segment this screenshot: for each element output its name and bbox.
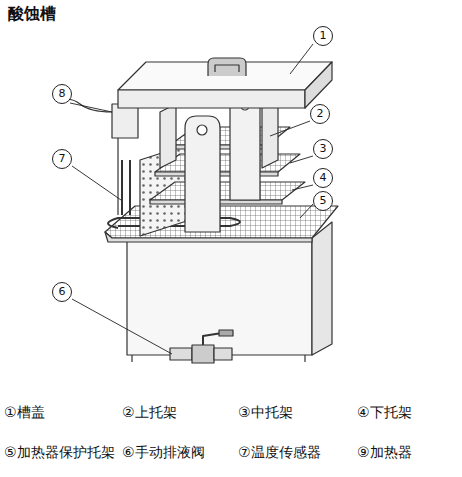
- diagram-title: 酸蚀槽: [8, 4, 56, 25]
- legend-item: ⑨加热器: [357, 444, 412, 462]
- callout-number: 5: [313, 191, 333, 211]
- callout-number: 1: [313, 26, 333, 46]
- callout-number: 2: [310, 104, 330, 124]
- legend-item: ⑦温度传感器: [238, 444, 321, 462]
- legend-item: ①槽盖: [4, 404, 45, 422]
- callout-number: 7: [52, 149, 72, 169]
- legend-item: ②上托架: [122, 404, 177, 422]
- callout-number: 3: [313, 139, 333, 159]
- callout-number: 8: [52, 84, 72, 104]
- legend-item: ⑤加热器保护托架: [4, 444, 115, 462]
- callout-number: 4: [313, 168, 333, 188]
- callout-number: 6: [52, 282, 72, 302]
- legend-item: ③中托架: [238, 404, 293, 422]
- legend-item: ⑥手动排液阀: [122, 444, 205, 462]
- legend-item: ④下托架: [357, 404, 412, 422]
